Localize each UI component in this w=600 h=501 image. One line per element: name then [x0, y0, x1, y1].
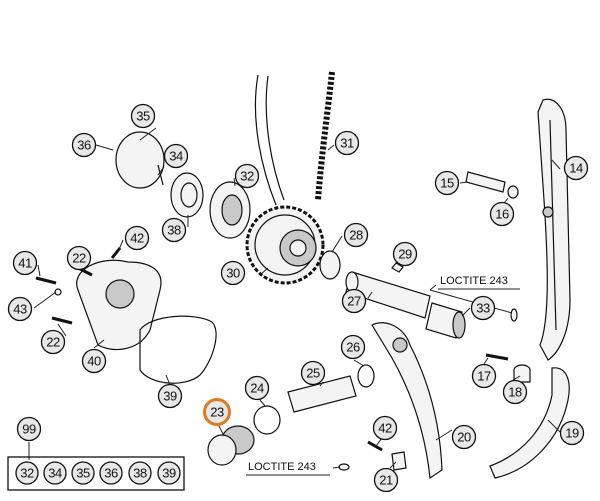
kit-item-35[interactable]: 35: [71, 461, 95, 485]
callout-38[interactable]: 38: [161, 217, 187, 243]
callout-41[interactable]: 41: [12, 250, 38, 276]
callout-15[interactable]: 15: [434, 170, 460, 196]
callout-42-lower[interactable]: 42: [372, 415, 398, 441]
callout-28[interactable]: 28: [343, 222, 369, 248]
callout-20[interactable]: 20: [451, 424, 477, 450]
callout-label: 25: [306, 366, 320, 381]
loctite-label-upper: LOCTITE 243: [440, 275, 508, 287]
callout-label: 39: [163, 389, 177, 404]
callout-label: 27: [347, 294, 361, 309]
callout-99[interactable]: 99: [16, 416, 42, 442]
callout-label: 42: [130, 231, 144, 246]
callout-label: 21: [379, 473, 393, 488]
callout-label: 31: [340, 136, 354, 151]
callout-label: 15: [440, 176, 454, 191]
callout-label: 36: [104, 466, 118, 481]
callout-29[interactable]: 29: [392, 241, 418, 267]
callout-25[interactable]: 25: [300, 360, 326, 386]
timing-gear: [245, 205, 325, 285]
callout-42-upper[interactable]: 42: [124, 225, 150, 251]
tensioner-rail: [489, 367, 570, 479]
callout-24[interactable]: 24: [244, 375, 270, 401]
chain-guide-rail: [537, 98, 571, 361]
callout-label: 22: [72, 251, 86, 266]
callout-34[interactable]: 34: [163, 143, 189, 169]
callout-30[interactable]: 30: [220, 260, 246, 286]
callout-label: 36: [77, 138, 91, 153]
decomp-disc: [115, 131, 165, 189]
callout-33[interactable]: 33: [470, 295, 496, 321]
callout-label: 34: [48, 466, 62, 481]
callout-label: 30: [226, 266, 240, 281]
screw-plug: [207, 425, 255, 466]
kit-item-34[interactable]: 34: [43, 461, 67, 485]
callout-label: 33: [476, 301, 490, 316]
callout-23-highlighted[interactable]: 23: [203, 398, 231, 426]
callout-39[interactable]: 39: [157, 383, 183, 409]
callout-40[interactable]: 40: [81, 348, 107, 374]
callout-18[interactable]: 18: [502, 379, 528, 405]
callout-16[interactable]: 16: [489, 201, 515, 227]
part-callouts: 35 36 34 32 31 14 15 16 38 42 28 29 41 2…: [7, 103, 589, 493]
callout-label: 35: [136, 109, 150, 124]
callout-label: 42: [378, 421, 392, 436]
callout-label: 39: [162, 466, 176, 481]
callout-31[interactable]: 31: [334, 130, 360, 156]
callout-label: 17: [477, 369, 491, 384]
callout-36[interactable]: 36: [71, 132, 97, 158]
callout-43[interactable]: 43: [7, 296, 33, 322]
callout-label: 34: [169, 149, 183, 164]
callout-21[interactable]: 21: [373, 467, 399, 493]
callout-label: 20: [457, 430, 471, 445]
kit-item-36[interactable]: 36: [99, 461, 123, 485]
kit-item-32[interactable]: 32: [15, 461, 39, 485]
kit-item-38[interactable]: 38: [128, 461, 152, 485]
callout-label: 14: [569, 161, 583, 176]
callout-label: 24: [250, 381, 264, 396]
loctite-label-lower: LOCTITE 243: [248, 461, 316, 473]
callout-label: 40: [87, 354, 101, 369]
callout-label: 41: [18, 256, 32, 271]
callout-22-upper[interactable]: 22: [66, 245, 92, 271]
callout-label: 28: [349, 228, 363, 243]
callout-label: 99: [22, 422, 36, 437]
callout-14[interactable]: 14: [563, 155, 589, 181]
callout-26[interactable]: 26: [340, 334, 366, 360]
callout-17[interactable]: 17: [471, 363, 497, 389]
callout-label: 38: [133, 466, 147, 481]
callout-35[interactable]: 35: [130, 103, 156, 129]
timing-chain: [315, 71, 335, 201]
callout-label: 16: [495, 207, 509, 222]
leader-lines: [28, 127, 561, 469]
callout-22-lower[interactable]: 22: [40, 329, 66, 355]
callout-label: 43: [13, 302, 27, 317]
callout-label: 22: [46, 335, 60, 350]
callout-label: 38: [167, 223, 181, 238]
callout-label: 32: [240, 169, 254, 184]
callout-19[interactable]: 19: [559, 420, 585, 446]
chain-guide-arm: [371, 322, 443, 480]
kit-contents-box: [7, 456, 185, 491]
kit-item-39[interactable]: 39: [157, 461, 181, 485]
callout-label: 35: [76, 466, 90, 481]
callout-label: 32: [20, 466, 34, 481]
parts-drawing: [35, 71, 571, 480]
callout-27[interactable]: 27: [341, 288, 367, 314]
callout-32[interactable]: 32: [234, 163, 260, 189]
gasket: [139, 315, 217, 384]
callout-label: 29: [398, 247, 412, 262]
callout-label: 26: [346, 340, 360, 355]
loctite-labels: LOCTITE 243 LOCTITE 243: [246, 275, 520, 476]
callout-label: 23: [210, 405, 224, 420]
callout-label: 19: [565, 426, 579, 441]
callout-label: 18: [508, 385, 522, 400]
